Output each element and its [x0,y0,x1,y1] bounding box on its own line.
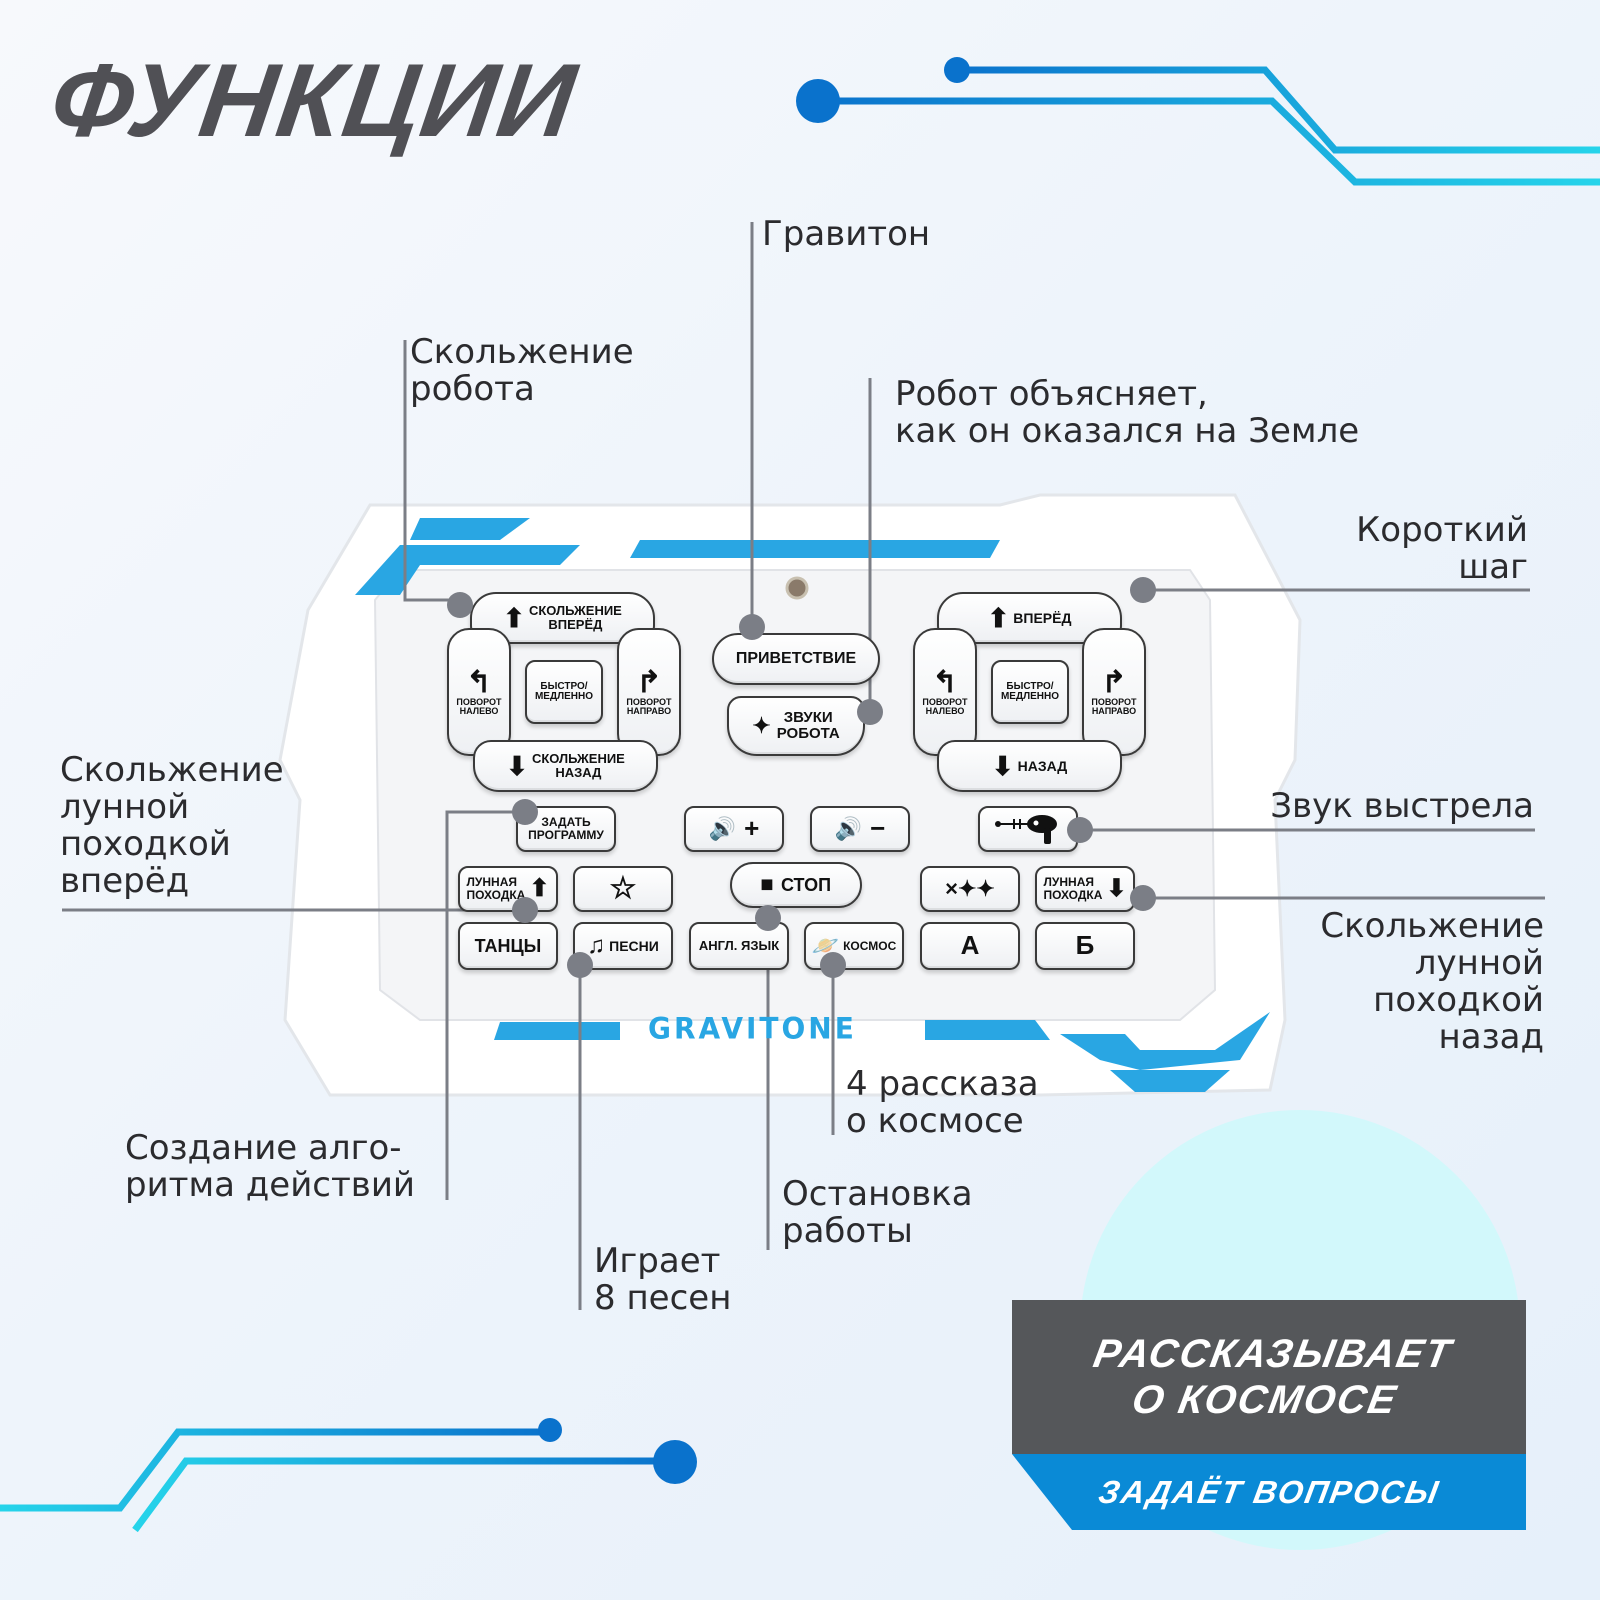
speed-button-left[interactable]: БЫСТРО/ МЕДЛЕННО [525,660,603,724]
callout-robot-explains: Робот объясняет, как он оказался на Земл… [895,374,1360,451]
turn-right-icon: ↱ [636,665,662,699]
leader-dot [512,799,538,825]
arrow-up-icon: ⬆ [503,603,525,633]
planet-icon: 🪐 [811,933,840,958]
volume-down-button[interactable]: 🔊 − [810,806,910,852]
callout-shot-sound: Звук выстрела [1270,786,1534,826]
back-button[interactable]: ⬇ НАЗАД [937,740,1122,792]
circuit-decoration-top [796,57,1600,186]
sparkle-icon: ✦ [752,713,771,738]
arrow-up-icon: ⬆ [987,603,1010,633]
moonwalk-forward-button[interactable]: ЛУННАЯ ПОХОДКА ⬆ [458,866,558,912]
turn-right-button-right[interactable]: ↱ ПОВОРОТ НАПРАВО [1082,628,1146,756]
callout-songs: Играет 8 песен [594,1241,732,1318]
circuit-decoration-bottom [0,1418,697,1533]
shot-sound-button[interactable] [978,806,1078,852]
a-button[interactable]: А [920,922,1020,970]
greeting-button[interactable]: ПРИВЕТСТВИЕ [712,633,880,685]
star-button[interactable]: ☆ [573,866,673,912]
page-title: ФУНКЦИИ [43,43,584,159]
arrow-up-icon: ⬆ [529,875,550,902]
leader-dot [447,592,473,618]
stop-icon: ⏹ [760,871,773,898]
leader-dot [820,952,846,978]
leader-dot [1130,577,1156,603]
callout-space-stories: 4 рассказа о космосе [846,1064,1039,1141]
turn-right-button-left[interactable]: ↱ ПОВОРОТ НАПРАВО [617,628,681,756]
b-button[interactable]: Б [1035,922,1135,970]
leader-dot [755,905,781,931]
stars-icon: ×✦✦ [945,876,995,901]
speaker-icon: 🔊 [834,816,863,841]
remote-brand-logo: GRAVITONE [648,1011,857,1046]
turn-left-button-left[interactable]: ↰ ПОВОРОТ НАЛЕВО [447,628,511,756]
blaster-gun-icon [995,815,1057,844]
arrow-down-icon: ⬇ [991,751,1014,781]
star-icon: ☆ [609,872,637,905]
callout-moon-back: Скольжение лунной походкой назад [1320,906,1544,1057]
turn-left-button-right[interactable]: ↰ ПОВОРОТ НАЛЕВО [913,628,977,756]
callout-moon-forward: Скольжение лунной походкой вперёд [60,750,284,901]
speaker-icon: 🔊 [708,816,737,841]
leader-lines [62,222,1545,1310]
turn-left-icon: ↰ [466,665,492,699]
leader-dot [567,952,593,978]
leader-dot [512,897,538,923]
leader-dot [739,614,765,640]
moonwalk-back-button[interactable]: ЛУННАЯ ПОХОДКА ⬇ [1035,866,1135,912]
arrow-down-icon: ⬇ [1106,875,1127,902]
callout-graviton: Гравитон [762,214,931,254]
dance-button[interactable]: ТАНЦЫ [458,922,558,970]
stop-button[interactable]: ⏹ СТОП [730,862,862,908]
stars-button[interactable]: ×✦✦ [920,866,1020,912]
volume-up-button[interactable]: 🔊 + [684,806,784,852]
banner-sub: ЗАДАЁТ ВОПРОСЫ [1012,1454,1526,1530]
music-note-icon: ♫ [587,932,606,959]
slide-back-button[interactable]: ⬇ СКОЛЬЖЕНИЕ НАЗАД [473,740,658,792]
callout-robot-slide: Скольжение робота [410,332,634,409]
turn-left-icon: ↰ [932,665,958,699]
leader-dot [857,699,883,725]
speed-button-right[interactable]: БЫСТРО/ МЕДЛЕННО [991,660,1069,724]
robot-sounds-button[interactable]: ✦ ЗВУКИ РОБОТА [727,696,865,756]
banner-sub-text: ЗАДАЁТ ВОПРОСЫ [1095,1473,1443,1510]
callout-stop-work: Остановка работы [782,1174,973,1251]
space-button[interactable]: 🪐 КОСМОС [804,922,904,970]
set-program-button[interactable]: ЗАДАТЬ ПРОГРАММУ [516,806,616,852]
leader-dot [1130,885,1156,911]
leader-dot [1067,817,1093,843]
banner-main: РАССКАЗЫВАЕТ О КОСМОСЕ [1012,1300,1526,1454]
turn-right-icon: ↱ [1101,665,1127,699]
callout-short-step: Короткий шаг [1356,510,1528,587]
banner-main-text: РАССКАЗЫВАЕТ О КОСМОСЕ [1090,1332,1456,1422]
callout-algorithm: Создание алго- ритма действий [125,1128,416,1205]
arrow-down-icon: ⬇ [506,751,528,781]
